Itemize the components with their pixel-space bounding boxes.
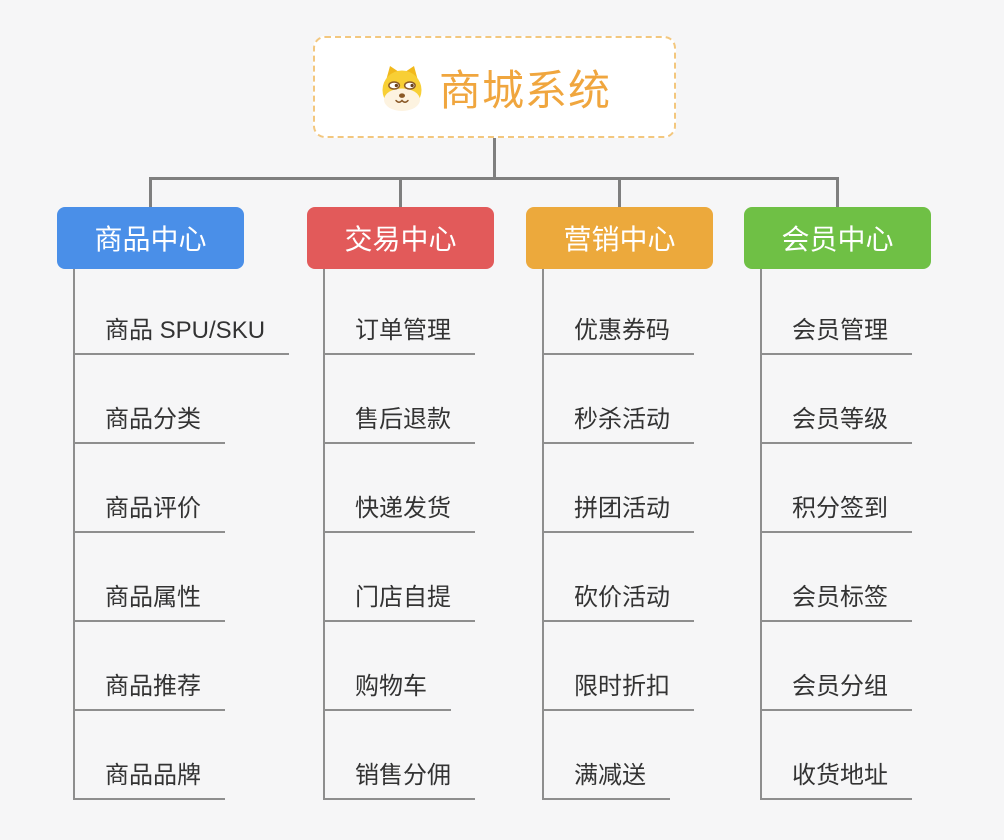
branch-list-trade-center: 订单管理 售后退款 快递发货 门店自提 购物车 销售分佣 (323, 269, 573, 800)
branch-list-marketing-center: 优惠券码 秒杀活动 拼团活动 砍价活动 限时折扣 满减送 (542, 269, 792, 800)
list-item[interactable]: 商品属性 (73, 533, 323, 622)
item-label: 商品 SPU/SKU (73, 310, 290, 355)
branch-list-member-center: 会员管理 会员等级 积分签到 会员标签 会员分组 收货地址 (760, 269, 1004, 800)
list-item[interactable]: 订单管理 (323, 269, 573, 355)
item-label: 销售分佣 (323, 755, 475, 800)
list-item[interactable]: 积分签到 (760, 444, 1004, 533)
item-label: 会员分组 (760, 666, 912, 711)
item-label: 满减送 (542, 755, 670, 800)
item-label: 商品评价 (73, 488, 225, 533)
connector-stub-1 (149, 177, 152, 208)
list-item[interactable]: 拼团活动 (542, 444, 792, 533)
root-title: 商城系统 (438, 66, 611, 114)
list-item[interactable]: 满减送 (542, 711, 792, 800)
branch-list-product-center: 商品 SPU/SKU 商品分类 商品评价 商品属性 商品推荐 商品品牌 (73, 269, 323, 800)
list-item[interactable]: 商品推荐 (73, 622, 323, 711)
dog-face-icon (382, 66, 422, 111)
connector-trunk (149, 177, 839, 180)
list-item[interactable]: 快递发货 (323, 444, 573, 533)
item-label: 购物车 (323, 666, 451, 711)
list-item[interactable]: 销售分佣 (323, 711, 573, 800)
branch-node-product-center[interactable]: 商品中心 (57, 207, 244, 269)
list-item[interactable]: 商品评价 (73, 444, 323, 533)
item-label: 门店自提 (323, 577, 475, 622)
item-label: 商品分类 (73, 399, 225, 444)
connector-stub-2 (399, 177, 402, 208)
list-item[interactable]: 售后退款 (323, 355, 573, 444)
list-item[interactable]: 会员标签 (760, 533, 1004, 622)
item-label: 积分签到 (760, 488, 912, 533)
list-item[interactable]: 秒杀活动 (542, 355, 792, 444)
list-item[interactable]: 优惠券码 (542, 269, 792, 355)
item-label: 会员管理 (760, 310, 912, 355)
item-label: 快递发货 (323, 488, 475, 533)
item-label: 限时折扣 (542, 666, 694, 711)
list-item[interactable]: 收货地址 (760, 711, 1004, 800)
list-item[interactable]: 门店自提 (323, 533, 573, 622)
item-label: 优惠券码 (542, 310, 694, 355)
item-label: 商品推荐 (73, 666, 225, 711)
connector-stub-4 (836, 177, 839, 208)
item-label: 砍价活动 (542, 577, 694, 622)
item-label: 商品属性 (73, 577, 225, 622)
item-label: 秒杀活动 (542, 399, 694, 444)
branch-node-marketing-center[interactable]: 营销中心 (526, 207, 713, 269)
item-label: 订单管理 (323, 310, 475, 355)
list-item[interactable]: 会员等级 (760, 355, 1004, 444)
connector-root-drop (493, 138, 496, 177)
root-node-mall-system[interactable]: 商城系统 (313, 36, 676, 138)
list-item[interactable]: 商品分类 (73, 355, 323, 444)
item-label: 会员等级 (760, 399, 912, 444)
list-item[interactable]: 砍价活动 (542, 533, 792, 622)
branch-node-member-center[interactable]: 会员中心 (744, 207, 931, 269)
item-label: 售后退款 (323, 399, 475, 444)
list-item[interactable]: 限时折扣 (542, 622, 792, 711)
item-label: 商品品牌 (73, 755, 225, 800)
item-label: 收货地址 (760, 755, 912, 800)
connector-stub-3 (618, 177, 621, 208)
list-item[interactable]: 商品 SPU/SKU (73, 269, 323, 355)
list-item[interactable]: 商品品牌 (73, 711, 323, 800)
item-label: 拼团活动 (542, 488, 694, 533)
list-item[interactable]: 购物车 (323, 622, 573, 711)
branch-node-trade-center[interactable]: 交易中心 (307, 207, 494, 269)
item-label: 会员标签 (760, 577, 912, 622)
list-item[interactable]: 会员分组 (760, 622, 1004, 711)
list-item[interactable]: 会员管理 (760, 269, 1004, 355)
